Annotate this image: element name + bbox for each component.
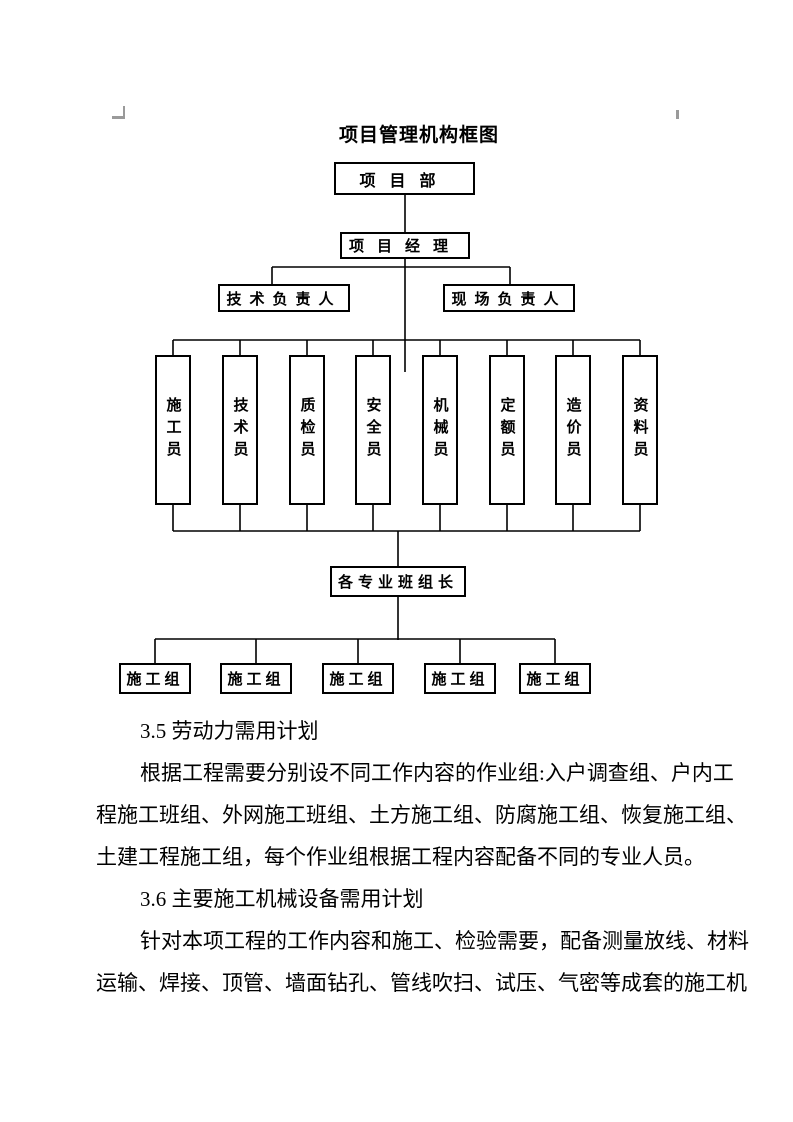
org-box-crew-2: 施工组 bbox=[220, 663, 292, 694]
org-box-staff-technician: 技术员 bbox=[222, 355, 258, 505]
org-box-crew-1: 施工组 bbox=[119, 663, 191, 694]
org-box-project-dept: 项目部 bbox=[334, 162, 475, 195]
org-chart-title: 项目管理机构框图 bbox=[338, 125, 499, 146]
org-box-staff-safety: 安全员 bbox=[355, 355, 391, 505]
org-box-crew-leaders: 各专业班组长 bbox=[330, 566, 466, 597]
org-box-staff-construction: 施工员 bbox=[155, 355, 191, 505]
paragraph-line: 土建工程施工组，每个作业组根据工程内容配备不同的专业人员。 bbox=[96, 845, 705, 869]
org-box-staff-machinery: 机械员 bbox=[422, 355, 458, 505]
org-box-crew-5: 施工组 bbox=[519, 663, 591, 694]
org-box-staff-cost: 造价员 bbox=[555, 355, 591, 505]
org-box-staff-quota: 定额员 bbox=[489, 355, 525, 505]
org-box-staff-quality: 质检员 bbox=[289, 355, 325, 505]
paragraph-line: 运输、焊接、顶管、墙面钻孔、管线吹扫、试压、气密等成套的施工机 bbox=[96, 971, 747, 995]
paragraph-line: 根据工程需要分别设不同工作内容的作业组:入户调查组、户内工 bbox=[140, 761, 734, 785]
paragraph-line: 针对本项工程的工作内容和施工、检验需要，配备测量放线、材料 bbox=[140, 929, 749, 953]
org-box-project-manager: 项目经理 bbox=[340, 232, 470, 259]
org-box-crew-4: 施工组 bbox=[424, 663, 496, 694]
org-box-technical-lead: 技术负责人 bbox=[218, 284, 350, 312]
paragraph-line: 程施工班组、外网施工班组、土方施工组、防腐施工组、恢复施工组、 bbox=[96, 803, 747, 827]
text-boundary-mark-left bbox=[112, 106, 125, 119]
org-box-crew-3: 施工组 bbox=[322, 663, 394, 694]
org-chart-connector-lines bbox=[154, 195, 641, 664]
body-text: 3.5 劳动力需用计划 根据工程需要分别设不同工作内容的作业组:入户调查组、户内… bbox=[96, 710, 749, 1004]
org-box-site-lead: 现场负责人 bbox=[443, 284, 575, 312]
section-heading-3-5: 3.5 劳动力需用计划 bbox=[140, 719, 319, 743]
section-heading-3-6: 3.6 主要施工机械设备需用计划 bbox=[140, 887, 424, 911]
text-boundary-mark-right bbox=[676, 110, 679, 119]
org-box-staff-records: 资料员 bbox=[622, 355, 658, 505]
